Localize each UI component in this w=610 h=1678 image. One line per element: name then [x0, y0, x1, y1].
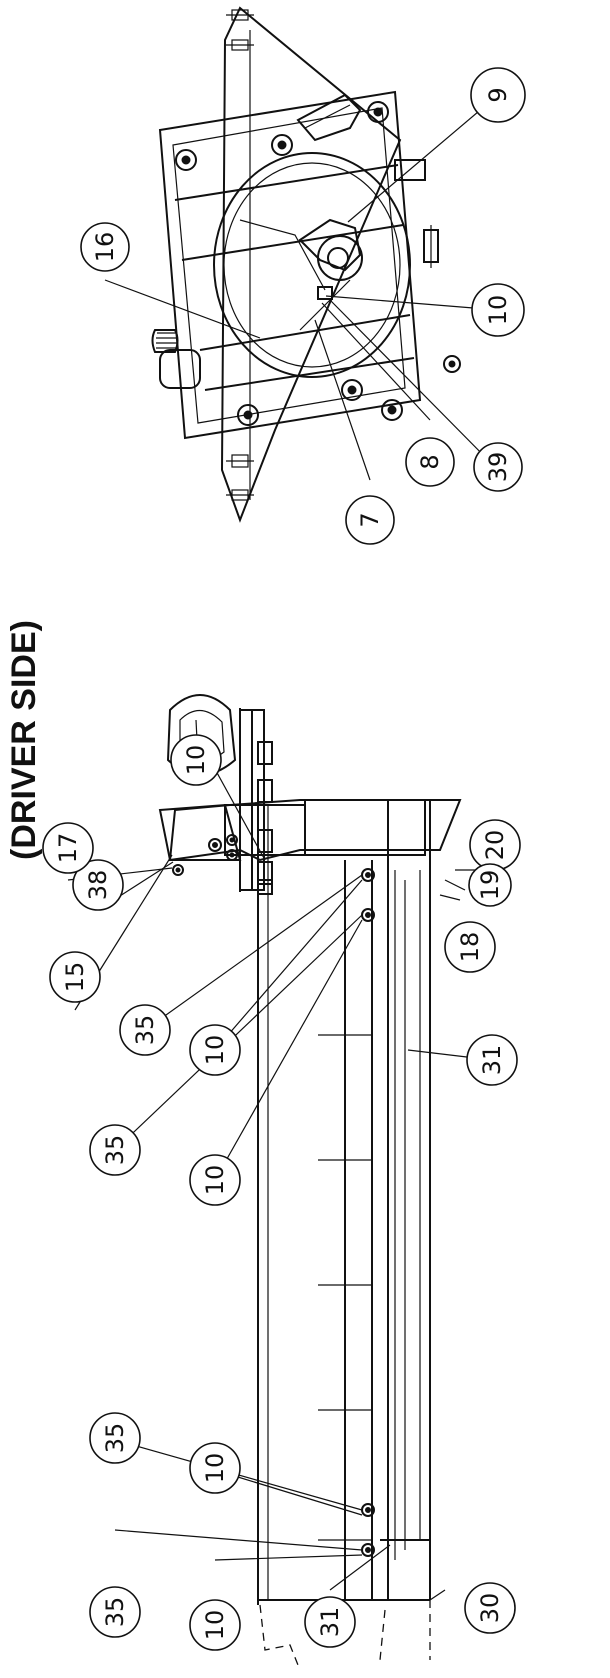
callout-35: 35 [119, 1004, 171, 1056]
callout-31: 31 [304, 1596, 356, 1648]
callout-38: 38 [72, 859, 124, 911]
svg-text:18: 18 [456, 932, 484, 963]
callout-35: 35 [89, 1412, 141, 1464]
view-title: (DRIVER SIDE) [5, 620, 43, 860]
callout-39: 39 [473, 442, 523, 492]
callout-10: 10 [170, 734, 222, 786]
callout-10: 10 [189, 1154, 241, 1206]
leader-lines [67, 94, 499, 1601]
end-view-assembly [151, 6, 461, 523]
svg-text:38: 38 [84, 870, 112, 901]
callout-8: 8 [405, 437, 455, 487]
svg-text:10: 10 [201, 1453, 229, 1484]
svg-text:35: 35 [101, 1135, 129, 1166]
svg-text:7: 7 [356, 512, 384, 527]
callout-35: 35 [89, 1124, 141, 1176]
svg-text:15: 15 [61, 962, 89, 993]
svg-text:35: 35 [131, 1015, 159, 1046]
svg-text:31: 31 [478, 1045, 506, 1076]
callout-19: 19 [468, 863, 512, 907]
callout-16: 16 [80, 222, 130, 272]
callout-17: 17 [42, 822, 94, 874]
svg-text:10: 10 [484, 295, 512, 326]
callout-35: 35 [89, 1586, 141, 1638]
svg-text:8: 8 [416, 454, 444, 469]
svg-text:35: 35 [101, 1597, 129, 1628]
svg-text:17: 17 [54, 833, 82, 864]
svg-text:20: 20 [481, 830, 509, 861]
callout-15: 15 [49, 951, 101, 1003]
callout-10: 10 [189, 1024, 241, 1076]
callout-10: 10 [471, 283, 525, 337]
svg-text:10: 10 [201, 1165, 229, 1196]
callout-20: 20 [469, 819, 521, 871]
svg-text:31: 31 [316, 1607, 344, 1638]
callout-9: 9 [470, 67, 526, 123]
svg-text:19: 19 [476, 870, 504, 901]
callout-31: 31 [466, 1034, 518, 1086]
side-view-assembly [158, 694, 462, 1671]
callout-10: 10 [189, 1599, 241, 1651]
svg-text:35: 35 [101, 1423, 129, 1454]
svg-text:10: 10 [182, 745, 210, 776]
svg-text:39: 39 [484, 452, 512, 483]
svg-text:10: 10 [201, 1610, 229, 1641]
callout-7: 7 [345, 495, 395, 545]
svg-text:30: 30 [476, 1593, 504, 1624]
svg-text:9: 9 [484, 87, 512, 102]
callout-10: 10 [189, 1442, 241, 1494]
callout-30: 30 [464, 1582, 516, 1634]
svg-text:10: 10 [201, 1035, 229, 1066]
callout-18: 18 [444, 921, 496, 973]
svg-text:16: 16 [91, 232, 119, 263]
